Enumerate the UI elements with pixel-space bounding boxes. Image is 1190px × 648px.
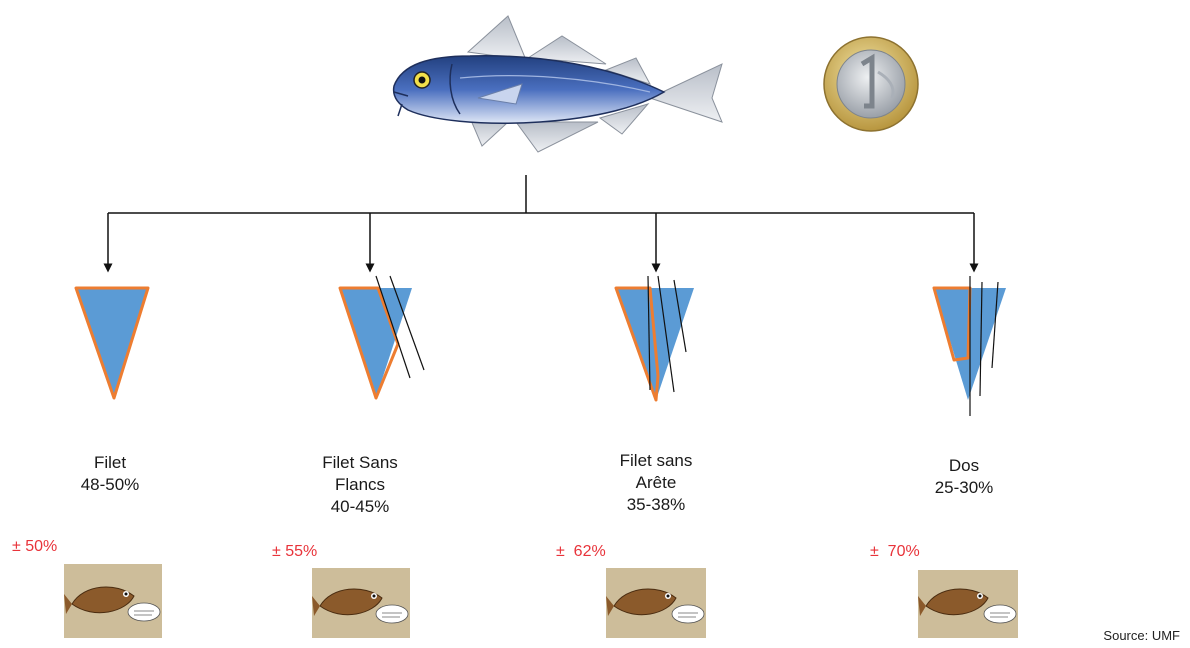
cut-filet-sans-arete-shape	[616, 276, 694, 400]
price-note-dos: ± 70%	[870, 543, 920, 561]
cartoon-fish-icon	[918, 570, 1018, 638]
cartoon-fish-icon	[606, 568, 706, 638]
price-note-filet-sans-arete: ± 62%	[556, 543, 606, 561]
cut-label-dos: Dos 25-30%	[904, 455, 1024, 499]
source-note: Source: UMF	[1103, 628, 1180, 643]
cut-label-filet-sans-flancs: Filet Sans Flancs 40-45%	[290, 452, 430, 518]
cartoon-fish-icon	[312, 568, 410, 638]
cartoon-fish-icon	[64, 564, 162, 638]
euro-coin-icon	[824, 37, 918, 131]
cut-filet-sans-flancs-shape	[340, 276, 424, 398]
cut-filet-shape	[76, 288, 148, 398]
cut-label-filet-sans-arete: Filet sans Arête 35-38%	[586, 450, 726, 516]
price-note-filet: ± 50%	[12, 538, 57, 556]
connector-lines	[108, 175, 974, 268]
cut-label-filet: Filet 48-50%	[50, 452, 170, 496]
cut-dos-shape	[934, 276, 1006, 416]
price-note-filet-sans-flancs: ± 55%	[272, 543, 317, 561]
cod-fish-icon	[394, 16, 722, 152]
